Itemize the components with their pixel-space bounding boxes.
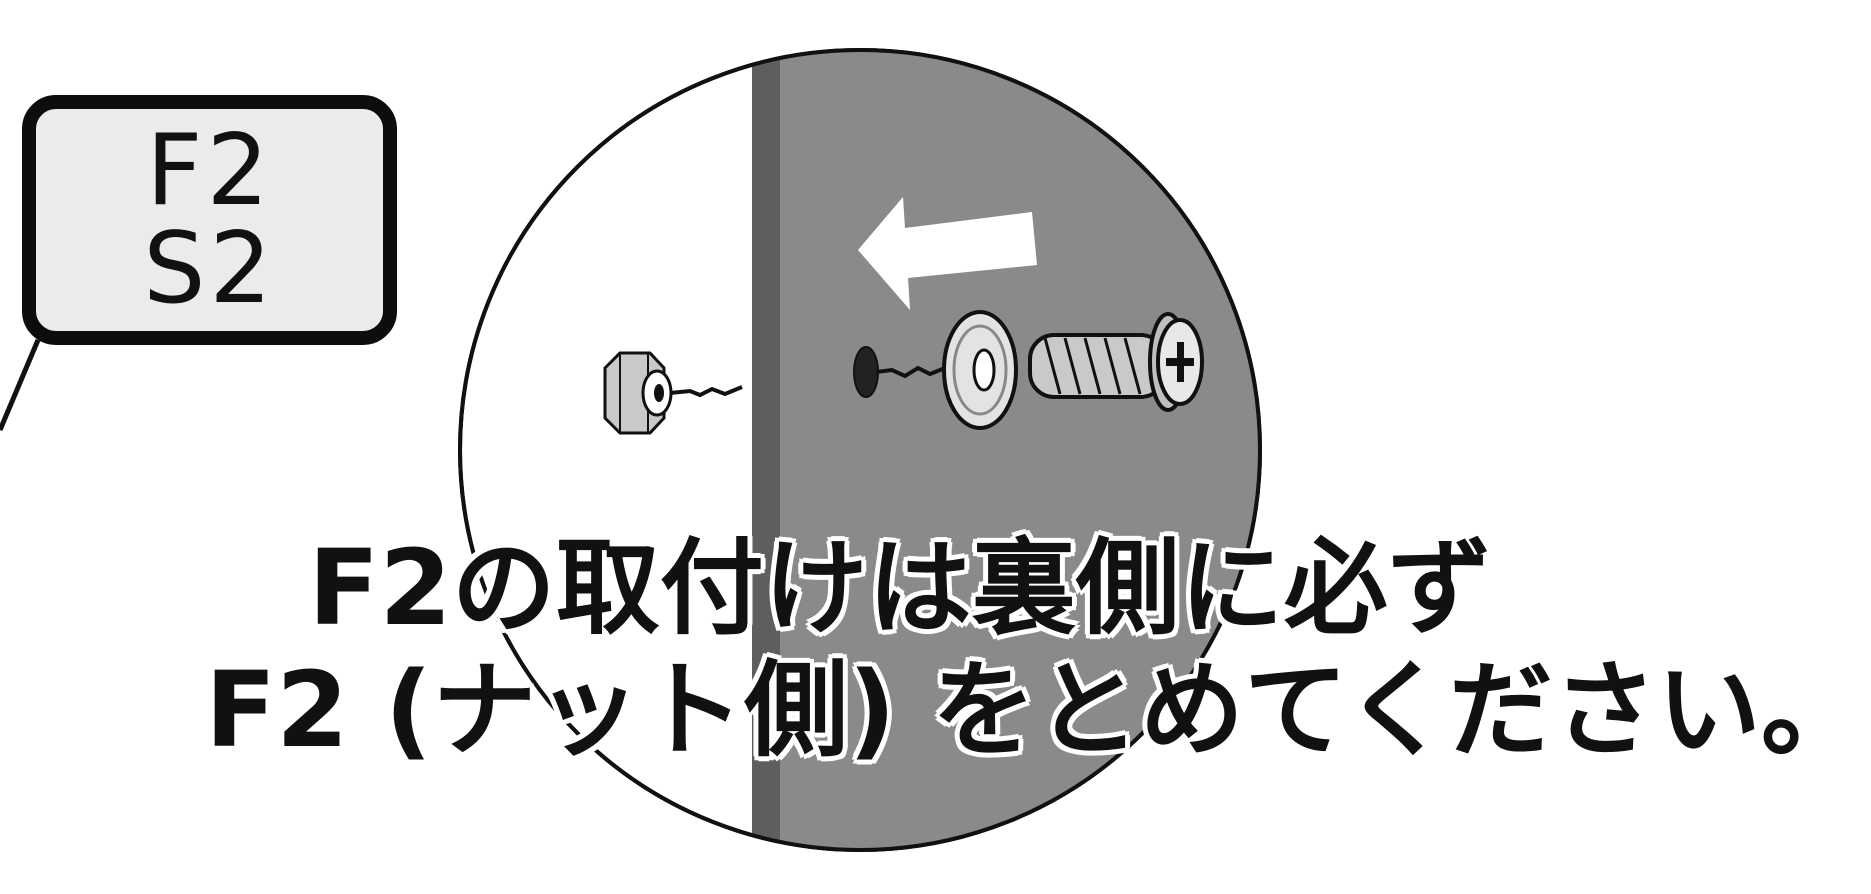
part-code-s2: S2 (143, 212, 276, 326)
washer-icon (942, 310, 1018, 430)
cap-nut-icon (603, 351, 743, 435)
instruction-line-2: F2 (ナット側) をとめてください。 (205, 649, 1865, 771)
screw-icon (1028, 312, 1204, 412)
leader-line (0, 339, 41, 431)
hole-icon (853, 346, 946, 398)
panel-edge (752, 50, 780, 850)
part-code-f2: F2 (146, 114, 273, 228)
instruction-line-1: F2の取付けは裏側に必ず (308, 527, 1492, 649)
arrow-left-icon (858, 197, 1037, 310)
part-label-box: F2 S2 (22, 95, 397, 345)
